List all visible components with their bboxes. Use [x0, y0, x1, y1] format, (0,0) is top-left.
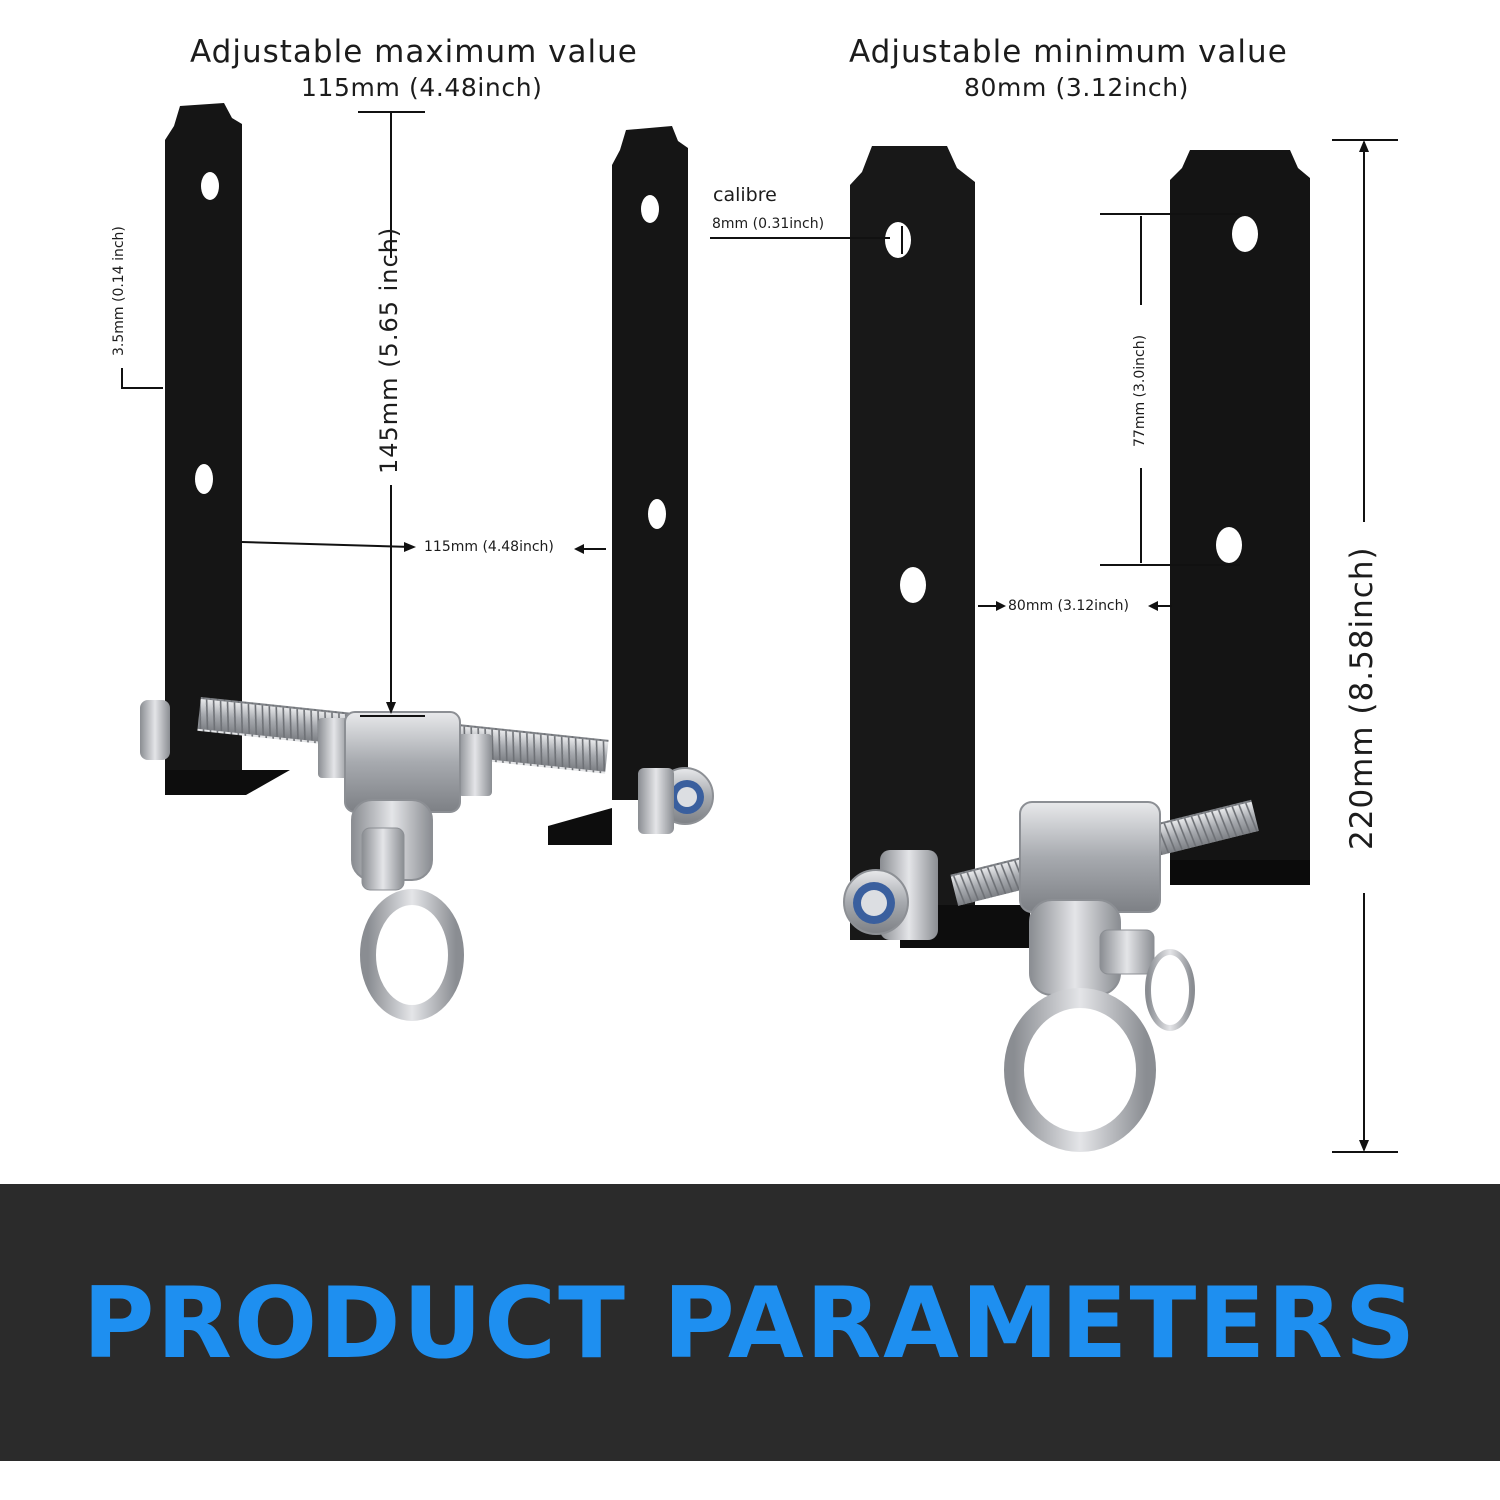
left-bracket-plate-b	[612, 126, 688, 800]
left-hex-nut-2	[458, 734, 492, 796]
thickness-leader-line	[121, 368, 163, 389]
left-bracket-plate-a	[165, 103, 242, 790]
spacing-dimension-line-left	[241, 541, 413, 548]
right-shackle-pin	[1099, 929, 1155, 975]
calibre-title: calibre	[713, 184, 777, 206]
left-bracket-foot-b	[548, 808, 612, 845]
total-height-label: 220mm (8.58inch)	[1344, 546, 1380, 850]
thickness-label: 3.5mm (0.14 inch)	[111, 226, 127, 356]
left-bracket-foot-a	[165, 770, 290, 795]
left-bracket-assembly	[140, 103, 714, 1021]
left-hex-nut-1	[318, 718, 350, 778]
left-shackle-pin	[361, 827, 405, 891]
right-bracket-plate-front	[850, 146, 975, 940]
left-plate-b-hole-bottom	[648, 499, 666, 529]
right-shackle-ring	[1004, 988, 1156, 1152]
banner	[0, 1184, 1500, 1461]
height-label: 145mm (5.65 inch)	[375, 226, 403, 474]
right-back-hole-top	[1232, 216, 1258, 252]
spacing-dimension-arrow-left	[404, 542, 416, 552]
left-dimension-lines	[121, 111, 606, 717]
right-pull-ring	[1145, 949, 1195, 1031]
left-plate-b-hole-top	[641, 195, 659, 223]
left-lock-nut-bore	[677, 787, 697, 807]
right-front-hole-bottom	[900, 567, 926, 603]
left-plate-a-hole-top	[201, 172, 219, 200]
left-swivel-block	[344, 711, 461, 813]
total-height-arrow-top	[1359, 140, 1369, 152]
right-bracket-plate-back	[1170, 150, 1310, 885]
height-dimension-arrow-down	[386, 702, 396, 714]
left-end-nut	[140, 700, 170, 760]
right-subtitle: 80mm (3.12inch)	[964, 73, 1190, 102]
right-bracket-assembly	[843, 146, 1310, 1152]
right-lock-nut-bore	[861, 890, 887, 916]
right-front-hole-top	[885, 222, 911, 258]
left-plate-a-hole-bottom	[195, 464, 213, 494]
bracket-drawing	[121, 103, 1398, 1153]
right-bracket-foot-back	[1170, 860, 1310, 885]
total-height-arrow-bottom	[1359, 1140, 1369, 1152]
left-shackle-ring	[360, 889, 464, 1021]
left-spacing-label: 115mm (4.48inch)	[424, 539, 554, 555]
left-lock-nut-body	[638, 768, 674, 834]
banner-title: PRODUCT PARAMETERS	[82, 1267, 1418, 1381]
left-title: Adjustable maximum value	[190, 34, 638, 70]
right-swivel-block	[1019, 801, 1161, 913]
right-back-hole-bottom	[1216, 527, 1242, 563]
left-subtitle: 115mm (4.48inch)	[301, 73, 543, 102]
right-spacing-label: 80mm (3.12inch)	[1008, 598, 1129, 614]
spacing-dimension-arrow-right	[574, 544, 584, 554]
right-title: Adjustable minimum value	[849, 34, 1288, 70]
spacing80-arrow-right	[1148, 601, 1158, 611]
right-dimension-lines	[710, 139, 1398, 1153]
spacing80-arrow-left	[996, 601, 1006, 611]
calibre-label: 8mm (0.31inch)	[712, 216, 825, 232]
hole-spacing-label: 77mm (3.0inch)	[1132, 334, 1148, 447]
